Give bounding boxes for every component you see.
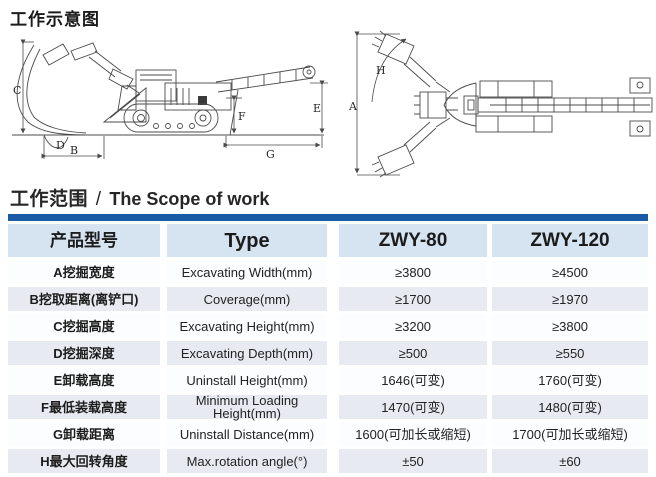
dim-label-A: A (348, 100, 358, 113)
table-row: C挖掘高度 Excavating Height(mm) ≥3200 ≥3800 (8, 314, 648, 338)
side-view-dimension-lines (20, 39, 328, 159)
diagram-area: C D B F E G (0, 26, 656, 182)
row-label-zh: B挖取距离(离铲口) (8, 287, 160, 311)
header-product-model: 产品型号 (8, 224, 160, 257)
row-value-zwy80: ±50 (339, 449, 487, 473)
row-label-en: Excavating Width(mm) (167, 260, 327, 284)
row-value-zwy80: ≥3800 (339, 260, 487, 284)
row-label-en: Excavating Height(mm) (167, 314, 327, 338)
header-type: Type (167, 224, 327, 257)
side-view-diagram: C D B F E G (12, 39, 328, 161)
row-value-zwy120: ≥3800 (492, 314, 648, 338)
section-title-en: The Scope of work (109, 189, 270, 209)
row-value-zwy120: 1480(可变) (492, 395, 648, 419)
table-row: A挖掘宽度 Excavating Width(mm) ≥3800 ≥4500 (8, 260, 648, 284)
dim-label-F: F (238, 110, 246, 123)
dim-label-G: G (266, 148, 275, 161)
row-label-en: Max.rotation angle(°) (167, 449, 327, 473)
row-value-zwy120: 1760(可变) (492, 368, 648, 392)
table-row: D挖掘深度 Excavating Depth(mm) ≥500 ≥550 (8, 341, 648, 365)
row-value-zwy120: 1700(可加长或缩短) (492, 422, 648, 446)
row-value-zwy80: 1600(可加长或缩短) (339, 422, 487, 446)
dim-label-H: H (376, 64, 386, 77)
row-label-zh: H最大回转角度 (8, 449, 160, 473)
dim-label-E: E (313, 102, 321, 115)
row-label-en: Uninstall Height(mm) (167, 368, 327, 392)
scope-table-rows: A挖掘宽度 Excavating Width(mm) ≥3800 ≥4500 B… (8, 260, 648, 473)
header-zwy-80: ZWY-80 (339, 224, 487, 257)
page-title: 工作示意图 (10, 10, 100, 29)
row-value-zwy80: 1470(可变) (339, 395, 487, 419)
row-label-en: Excavating Depth(mm) (167, 341, 327, 365)
row-label-zh: A挖掘宽度 (8, 260, 160, 284)
table-row: F最低装载高度 Minimum Loading Height(mm) 1470(… (8, 394, 648, 420)
table-row: G卸载距离 Uninstall Distance(mm) 1600(可加长或缩短… (8, 422, 648, 446)
row-value-zwy120: ≥4500 (492, 260, 648, 284)
row-value-zwy80: 1646(可变) (339, 368, 487, 392)
row-label-zh: E卸载高度 (8, 368, 160, 392)
row-label-zh: C挖掘高度 (8, 314, 160, 338)
top-view-machine (371, 30, 653, 178)
row-label-en: Coverage(mm) (167, 287, 327, 311)
table-header-row: 产品型号 Type ZWY-80 ZWY-120 (8, 224, 648, 257)
row-value-zwy80: ≥1700 (339, 287, 487, 311)
section-title: 工作范围 / The Scope of work (10, 184, 269, 211)
row-label-en: Uninstall Distance(mm) (167, 422, 327, 446)
row-label-zh: G卸载距离 (8, 422, 160, 446)
row-value-zwy120: ≥1970 (492, 287, 648, 311)
row-value-zwy120: ±60 (492, 449, 648, 473)
top-view-diagram: A H (348, 30, 653, 178)
table-row: E卸载高度 Uninstall Height(mm) 1646(可变) 1760… (8, 368, 648, 392)
row-label-zh: D挖掘深度 (8, 341, 160, 365)
scope-of-work-table: 产品型号 Type ZWY-80 ZWY-120 A挖掘宽度 Excavatin… (8, 224, 648, 476)
row-value-zwy80: ≥500 (339, 341, 487, 365)
section-title-separator: / (95, 189, 102, 210)
row-label-zh: F最低装载高度 (8, 395, 160, 419)
table-accent-bar (8, 214, 648, 221)
table-row: B挖取距离(离铲口) Coverage(mm) ≥1700 ≥1970 (8, 287, 648, 311)
table-row: H最大回转角度 Max.rotation angle(°) ±50 ±60 (8, 449, 648, 473)
section-title-zh: 工作范围 (10, 189, 89, 210)
dim-label-B: B (70, 144, 78, 157)
header-zwy-120: ZWY-120 (492, 224, 648, 257)
dim-label-D: D (56, 139, 65, 152)
row-label-en: Minimum Loading Height(mm) (167, 394, 327, 420)
top-view-dimension-lines (354, 31, 407, 176)
row-value-zwy120: ≥550 (492, 341, 648, 365)
side-view-machine (12, 42, 324, 149)
dim-label-C: C (13, 84, 21, 97)
row-value-zwy80: ≥3200 (339, 314, 487, 338)
